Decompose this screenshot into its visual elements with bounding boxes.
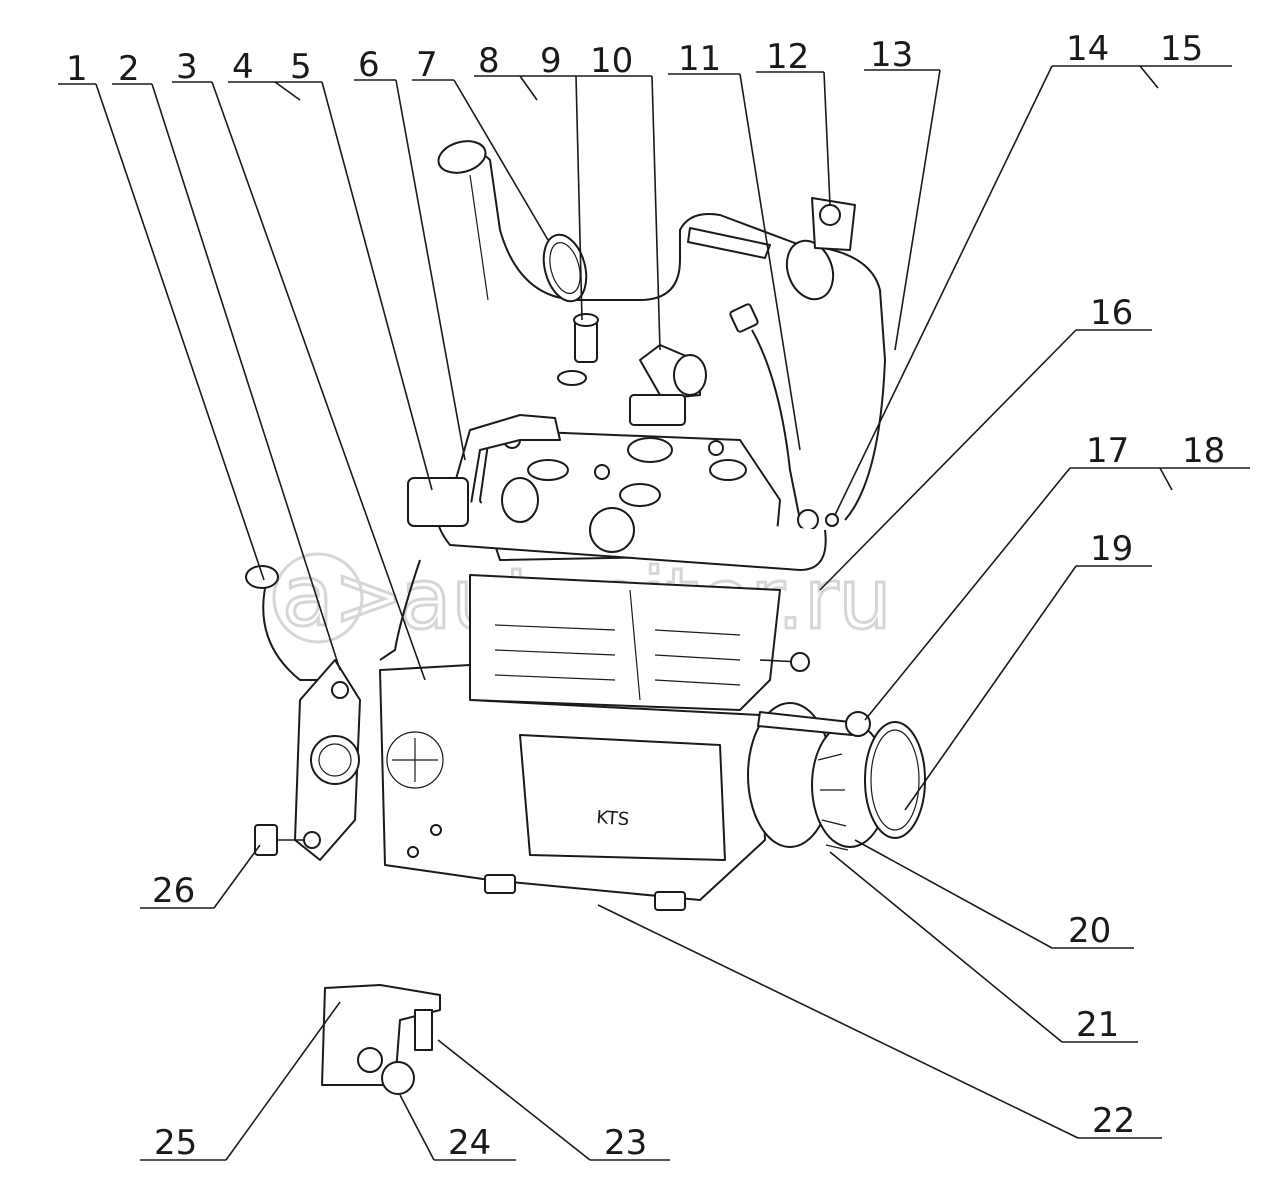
callout-14: 14 <box>1066 29 1109 69</box>
elbow-fitting <box>629 344 707 426</box>
callout-9: 9 <box>540 41 562 81</box>
hose-clamp <box>542 233 588 303</box>
sensor-cable <box>729 303 839 531</box>
callout-19: 19 <box>1090 529 1133 569</box>
hose-clamp-right <box>785 239 835 301</box>
leader-lines <box>58 65 1250 1161</box>
kts-engraving: KTS <box>596 807 630 830</box>
callout-20: 20 <box>1068 911 1111 951</box>
sealing-washer <box>557 370 587 386</box>
callout-5: 5 <box>290 47 312 87</box>
callout-18: 18 <box>1182 431 1225 471</box>
pipe-bracket <box>687 227 771 259</box>
watermark-logo-glyph: a> <box>282 547 404 645</box>
callout-15: 15 <box>1160 29 1203 69</box>
callout-10: 10 <box>590 41 633 81</box>
callout-3: 3 <box>176 47 198 87</box>
callout-12: 12 <box>766 37 809 77</box>
bolt-23 <box>414 1009 433 1051</box>
drain-pipe <box>245 559 421 681</box>
callout-8: 8 <box>478 41 500 81</box>
callout-11: 11 <box>678 39 721 79</box>
cylinders <box>469 574 810 711</box>
callout-24: 24 <box>448 1123 491 1163</box>
callout-25: 25 <box>154 1123 197 1163</box>
outlet-hose <box>437 140 886 521</box>
callout-21: 21 <box>1076 1005 1119 1045</box>
cylinder-head <box>407 414 827 571</box>
callout-numbers: 1 2 3 4 5 6 7 8 9 10 11 12 13 14 15 16 1… <box>66 29 1225 1163</box>
mounting-bracket <box>321 984 441 1095</box>
callout-6: 6 <box>358 45 380 85</box>
o-ring <box>864 721 926 839</box>
bolt-26 <box>254 824 305 856</box>
callout-7: 7 <box>416 45 438 85</box>
nut-24 <box>381 1061 415 1095</box>
drive-gear <box>747 702 926 851</box>
callout-22: 22 <box>1092 1101 1135 1141</box>
callout-2: 2 <box>118 49 140 89</box>
callout-4: 4 <box>232 47 254 87</box>
banjo-bolt <box>557 313 599 386</box>
callout-16: 16 <box>1090 293 1133 333</box>
flange-plate <box>294 659 361 861</box>
callout-23: 23 <box>604 1123 647 1163</box>
callout-1: 1 <box>66 49 88 89</box>
bracket-bolt <box>819 204 841 226</box>
crankcase: KTS <box>379 664 766 911</box>
callout-13: 13 <box>870 35 913 75</box>
callout-17: 17 <box>1086 431 1129 471</box>
callout-26: 26 <box>152 871 195 911</box>
